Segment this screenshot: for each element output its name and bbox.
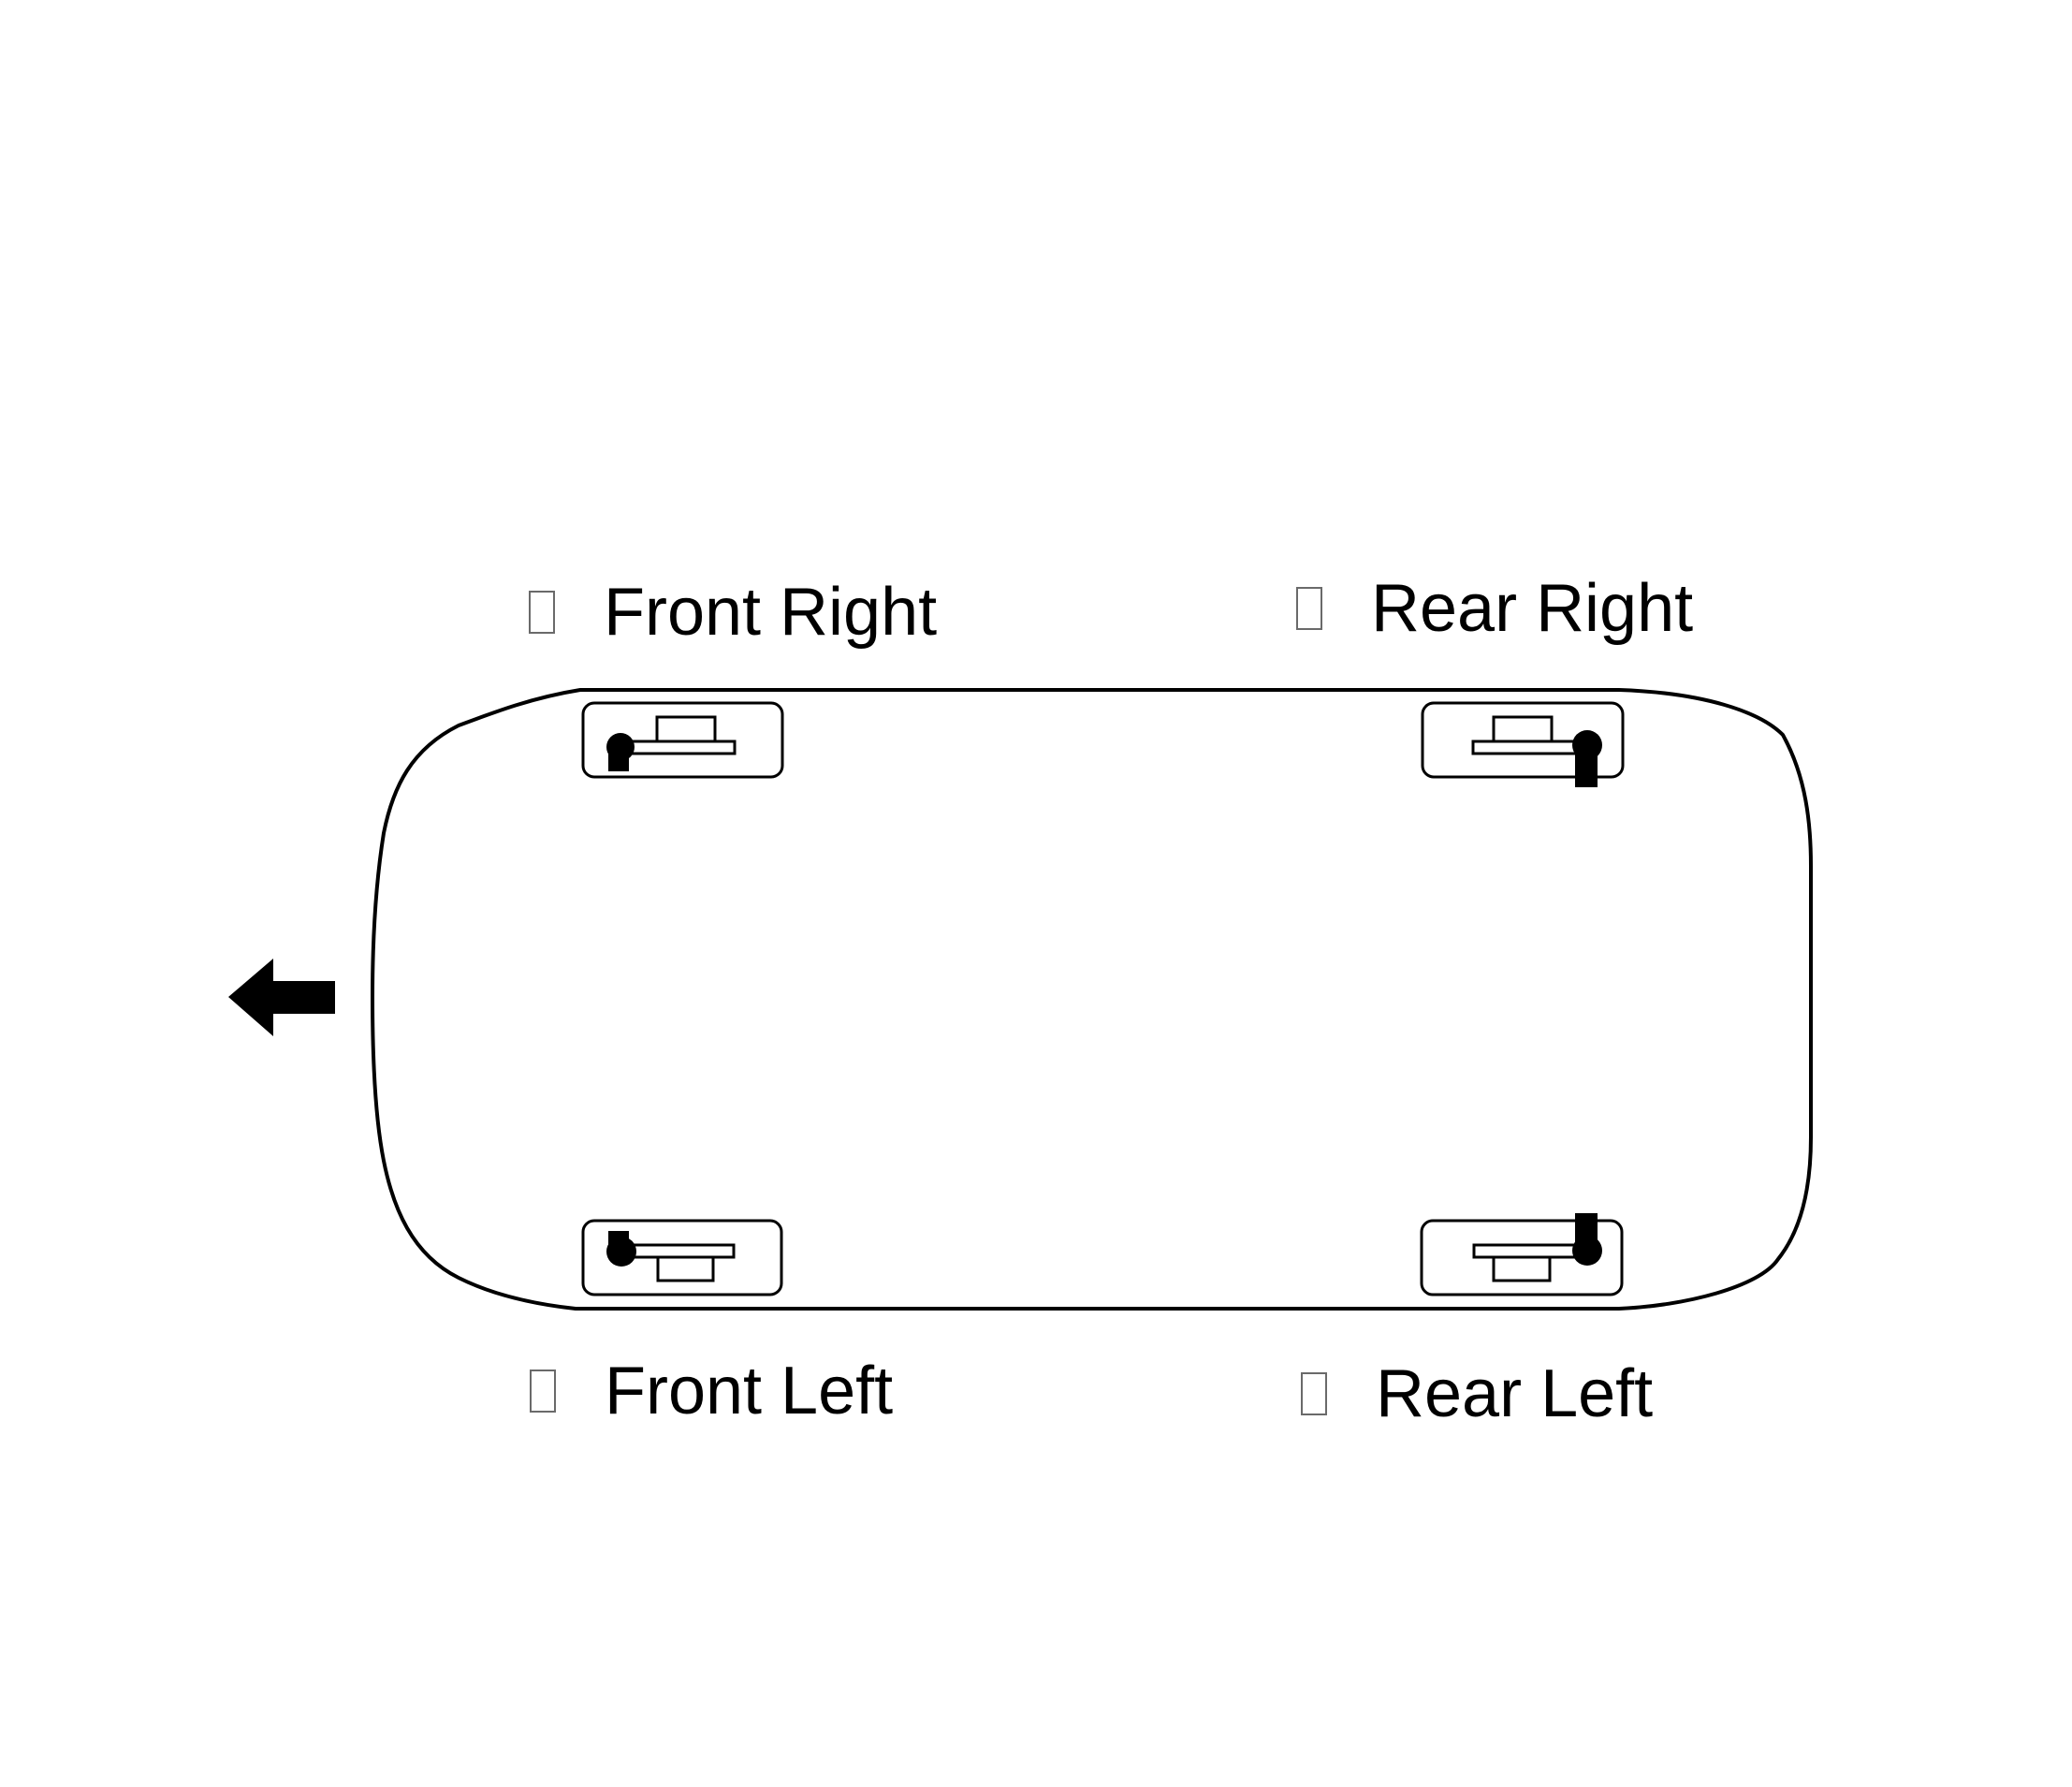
- rear-right-checkbox[interactable]: [1296, 587, 1322, 630]
- rear-right-option[interactable]: Rear Right: [1296, 575, 1693, 642]
- front-left-sensor-module: [581, 1219, 783, 1296]
- front-right-checkbox[interactable]: [529, 591, 555, 634]
- rear-left-label: Rear Left: [1376, 1356, 1654, 1431]
- vehicle-body-outline: [370, 688, 1813, 1311]
- rear-left-checkbox[interactable]: [1301, 1372, 1327, 1415]
- rear-right-sensor-module: [1421, 701, 1625, 787]
- front-right-label: Front Right: [604, 575, 938, 650]
- front-left-option[interactable]: Front Left: [530, 1357, 893, 1425]
- front-right-option[interactable]: Front Right: [529, 579, 937, 646]
- front-left-checkbox[interactable]: [530, 1370, 556, 1413]
- direction-arrow-left-icon: [228, 959, 335, 1036]
- rear-right-label: Rear Right: [1371, 571, 1694, 646]
- rear-left-sensor-module: [1420, 1213, 1624, 1296]
- rear-left-option[interactable]: Rear Left: [1301, 1360, 1653, 1428]
- front-left-label: Front Left: [605, 1354, 894, 1428]
- front-right-sensor-module: [581, 701, 784, 779]
